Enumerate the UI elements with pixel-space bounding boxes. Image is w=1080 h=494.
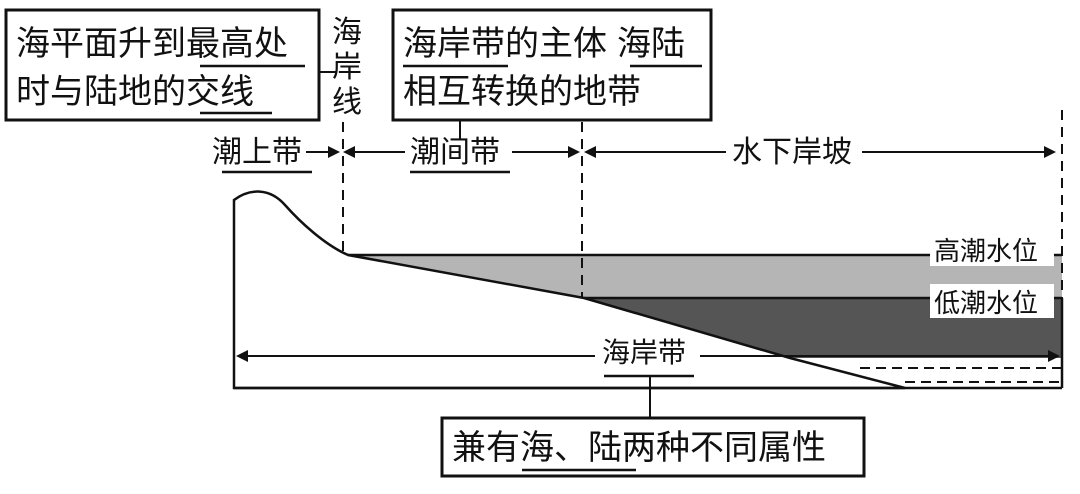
arrowhead-coastal-right	[1048, 350, 1060, 362]
high-tide-label: 高潮水位	[934, 237, 1038, 267]
low-tide-label: 低潮水位	[934, 289, 1038, 319]
shoreline-def-line1-pre: 海平面升到	[16, 24, 186, 64]
shoreline-label-char1: 海	[332, 15, 362, 50]
shoreline-label-char2: 岸	[332, 50, 362, 85]
shoreline-def-line2-ul: 交线	[186, 72, 254, 112]
coastal-def-post: 两种不同属性	[622, 428, 826, 468]
shoreline-label-char3: 线	[332, 85, 362, 120]
coastal-def-pre: 兼有	[452, 428, 520, 468]
shoreline-def-line2: 时与陆地的交线	[16, 72, 254, 112]
coastal-zone-label-bg	[598, 332, 696, 376]
arrowhead-subtidal-right	[1044, 146, 1056, 158]
intertidal-def-line1: 海岸带的主体海陆	[403, 24, 685, 64]
land-profile	[232, 190, 906, 390]
zone-label-subtidal-slope: 水下岸坡	[732, 135, 852, 170]
intertidal-def-mid: 的主体	[505, 24, 607, 64]
coastal-definition-box	[440, 416, 866, 478]
zone-label-intertidal: 潮间带	[410, 135, 500, 170]
coastal-def-sep: 、	[554, 428, 588, 468]
coastal-def-ul-b: 陆	[588, 428, 622, 468]
coastal-def-text: 兼有海、陆两种不同属性	[452, 428, 826, 468]
zone-label-supratidal: 潮上带	[212, 135, 302, 170]
arrowhead-intertidal-right	[568, 146, 580, 158]
zone-label-coastal: 海岸带	[602, 336, 686, 369]
low-tide-label-bg	[930, 284, 1054, 318]
intertidal-def-ul-b: 海陆	[617, 24, 685, 64]
intertidal-def-line2: 相互转换的地带	[403, 72, 641, 112]
intertidal-def-ul-a: 海岸带	[403, 24, 505, 64]
shoreline-def-line1-ul: 最高处	[186, 24, 288, 64]
coastal-def-ul-a: 海	[520, 428, 554, 468]
high-tide-label-bg	[930, 232, 1054, 266]
shoreline-def-line2-pre: 时与陆地的	[16, 72, 186, 112]
arrowhead-subtidal-left	[584, 146, 596, 158]
shoreline-def-line1: 海平面升到最高处	[16, 24, 288, 64]
arrowhead-intertidal-left	[343, 146, 355, 158]
arrowhead-supratidal	[328, 146, 340, 158]
arrowhead-coastal-left	[236, 350, 248, 362]
